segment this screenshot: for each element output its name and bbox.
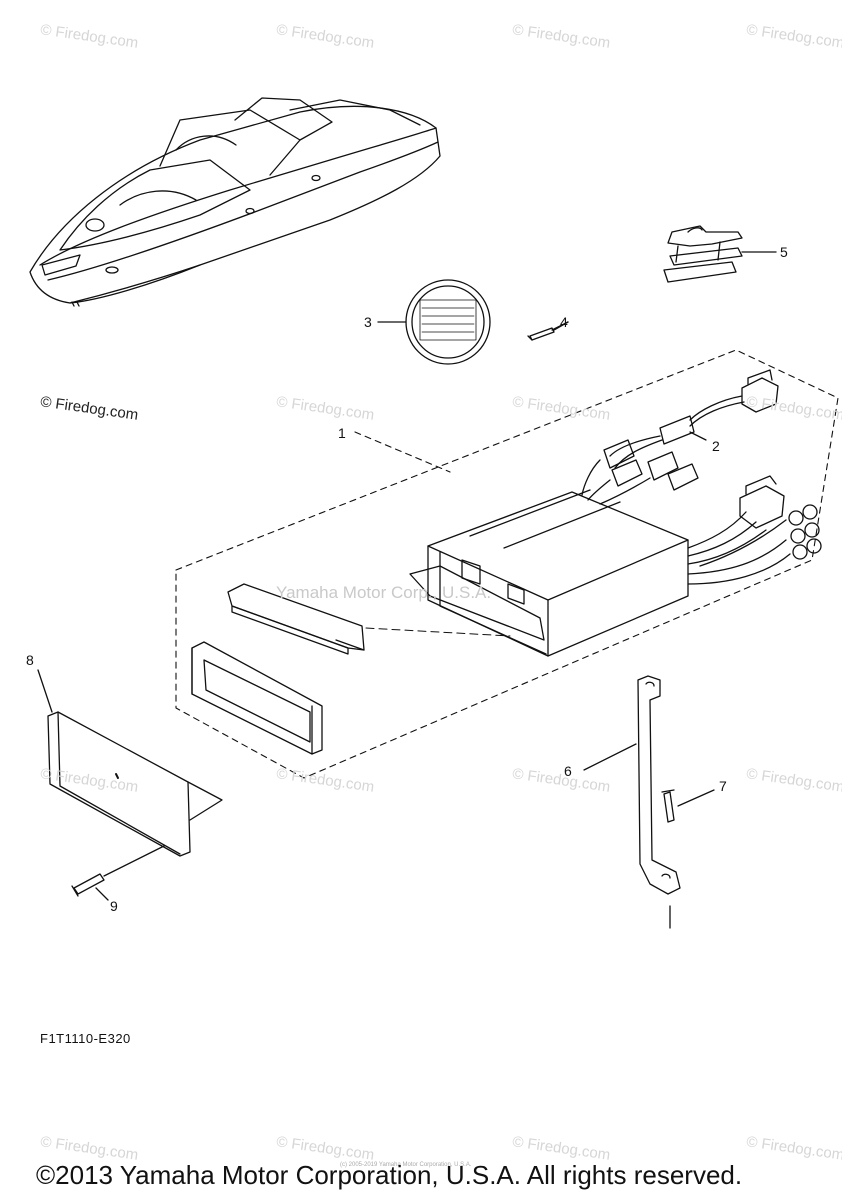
- trim-ring: [191, 641, 323, 755]
- callout-1: 1: [338, 425, 346, 441]
- stereo-unit: [409, 475, 822, 657]
- part-7-screw: [661, 789, 715, 823]
- part-2-harness: [581, 369, 779, 505]
- part-5-clip: [663, 225, 777, 283]
- part-9-screw: [71, 845, 165, 901]
- faint-overlay-text: Yamaha Motor Corp., U.S.A.: [276, 583, 492, 602]
- callout-8: 8: [26, 652, 34, 668]
- part-6-strap: [583, 675, 681, 929]
- part-3-speaker: [377, 279, 491, 365]
- callout-2: 2: [712, 438, 720, 454]
- callout-7: 7: [719, 778, 727, 794]
- callout-4: 4: [560, 314, 568, 330]
- callout-6: 6: [564, 763, 572, 779]
- tiny-notice: (c) 2005-2019 Yamaha Motor Corporation, …: [340, 1162, 472, 1168]
- callout-9: 9: [110, 898, 118, 914]
- copyright-notice: ©2013 Yamaha Motor Corporation, U.S.A. A…: [36, 1160, 743, 1190]
- boat-illustration: [29, 97, 441, 307]
- part-code: F1T1110-E320: [40, 1031, 131, 1046]
- callout-5: 5: [780, 244, 788, 260]
- assembly-boundary: [175, 349, 839, 779]
- detachable-faceplate: [227, 583, 365, 655]
- callout-3: 3: [364, 314, 372, 330]
- part-8-cover: [37, 669, 223, 857]
